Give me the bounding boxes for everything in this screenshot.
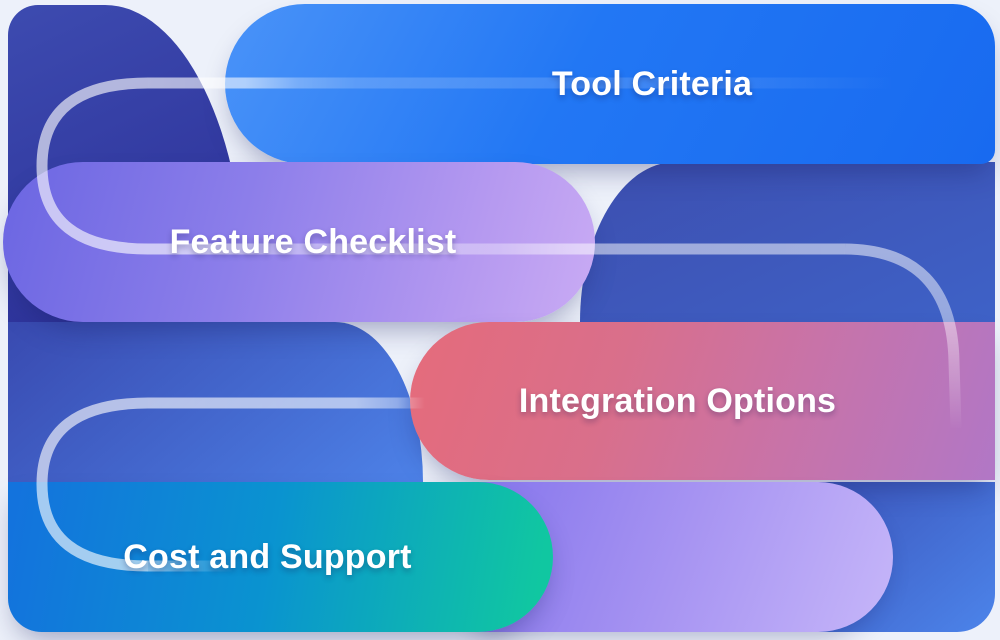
pill-integration-options [410, 322, 995, 480]
blob-blue-bottom-left [8, 322, 423, 482]
pill-feature-checklist [3, 162, 595, 322]
pill-cost-and-support [8, 482, 553, 632]
pill-tool-criteria [225, 4, 995, 164]
